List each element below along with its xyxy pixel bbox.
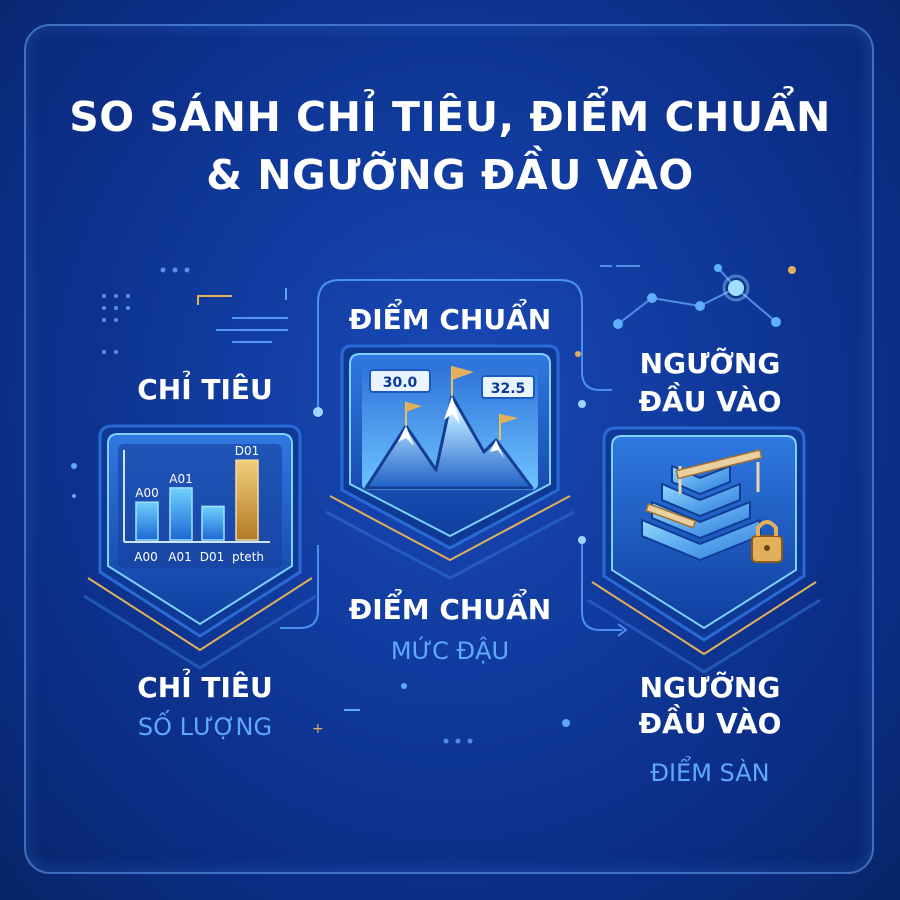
svg-text:+: + [312, 721, 324, 737]
chi-tieu-axis-label: A00 [134, 550, 157, 564]
outer-frame [24, 24, 874, 874]
diem-chuan-bottom-label: ĐIỂM CHUẨN [348, 593, 552, 626]
chi-tieu-bar [135, 501, 159, 541]
chi-tieu-bars [135, 459, 259, 541]
nguong-bottom-label-2: ĐẦU VÀO [638, 707, 782, 740]
chi-tieu-axis-label: pteth [232, 550, 264, 564]
nguong-bottom-label-1: NGƯỠNG [639, 671, 781, 704]
chi-tieu-bar [235, 459, 259, 541]
chi-tieu-top-label: CHỈ TIÊU [137, 373, 273, 406]
chi-tieu-axis-label: A01 [168, 550, 191, 564]
chi-tieu-bar-label: A01 [169, 472, 192, 486]
diem-chuan-sub-label: MỨC ĐẬU [390, 637, 510, 665]
flag-score-left: 30.0 [383, 375, 418, 391]
nguong-top-label-1: NGƯỠNG [639, 347, 781, 380]
title-line-1: SO SÁNH CHỈ TIÊU, ĐIỂM CHUẨN [69, 93, 831, 141]
title-line-2: & NGƯỠNG ĐẦU VÀO [206, 151, 694, 199]
chi-tieu-bar [169, 487, 193, 541]
chi-tieu-sub-label: SỐ LƯỢNG [137, 713, 273, 741]
chi-tieu-bottom-label: CHỈ TIÊU [137, 671, 273, 704]
chi-tieu-bar [201, 505, 225, 541]
nguong-sub-label: ĐIỂM SÀN [650, 759, 770, 787]
chi-tieu-bar-label: D01 [235, 444, 260, 458]
chi-tieu-bar-label: A00 [135, 486, 158, 500]
flag-score-right: 32.5 [491, 381, 526, 397]
chi-tieu-axis-label: D01 [200, 550, 225, 564]
nguong-top-label-2: ĐẦU VÀO [638, 385, 782, 418]
diem-chuan-top-label: ĐIỂM CHUẨN [348, 303, 552, 336]
